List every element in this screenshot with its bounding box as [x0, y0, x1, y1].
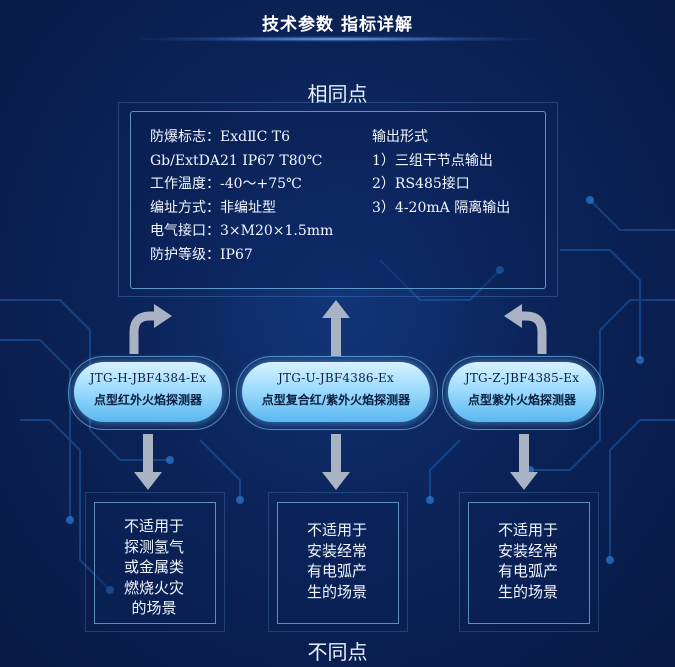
straight-up-arrow-icon [322, 300, 350, 356]
difference-line: 或金属类 [123, 558, 184, 576]
spec-line: 2）RS485接口 [372, 176, 470, 192]
spec-line: 防爆标志：ExdⅡC T6 [150, 129, 290, 145]
spec-line: 1）三组干节点输出 [372, 152, 493, 169]
specs-left-list: 防爆标志：ExdⅡC T6 Gb/ExtDA21 IP67 T80℃ 工作温度：… [150, 126, 333, 267]
product-pill-ultraviolet: JTG-Z-JBF4385-Ex 点型紫外火焰探测器 [448, 362, 596, 422]
difference-line: 的场景 [131, 599, 177, 617]
spec-line: 电气接口：3×M20×1.5mm [150, 223, 334, 239]
spec-line: 3）4-20mA 隔离输出 [372, 199, 511, 216]
curved-up-arrow-right-icon [504, 304, 547, 354]
down-arrow-icon [134, 434, 162, 490]
difference-box-outer [459, 492, 599, 632]
difference-text-infrared: 不适用于 探测氢气 或金属类 燃烧火灾 的场景 [94, 516, 214, 619]
product-pill-ring [442, 356, 604, 430]
difference-box-outer [85, 492, 225, 632]
down-arrow-icon [510, 434, 538, 490]
difference-line: 安装经常 [497, 541, 558, 560]
difference-box [468, 502, 590, 624]
difference-text-ultraviolet: 不适用于 安装经常 有电弧产 生的场景 [468, 520, 588, 602]
spec-line: Gb/ExtDA21 IP67 T80℃ [150, 152, 323, 169]
same-specs-box [130, 111, 546, 289]
difference-box-outer [268, 492, 408, 632]
spec-line: 编址方式：非编址型 [150, 199, 276, 216]
difference-box [94, 502, 216, 624]
difference-line: 不适用于 [497, 521, 558, 539]
spec-line: 防护等级：IP67 [150, 246, 253, 263]
product-model: JTG-H-JBF4384-Ex [89, 371, 207, 385]
same-heading: 相同点 [307, 82, 368, 106]
curved-up-arrow-left-icon [129, 304, 172, 354]
difference-line: 探测氢气 [123, 537, 184, 556]
difference-line: 生的场景 [497, 582, 558, 601]
difference-line: 安装经常 [306, 541, 367, 560]
down-arrow-icon [322, 434, 350, 490]
product-pill-composite: JTG-U-JBF4386-Ex 点型复合红/紫外火焰探测器 [242, 362, 430, 422]
difference-line: 燃烧火灾 [123, 578, 184, 597]
product-name: 点型紫外火焰探测器 [467, 393, 576, 407]
product-pill-ring [236, 356, 438, 430]
difference-line: 有电弧产 [306, 562, 367, 580]
difference-box [277, 502, 399, 624]
product-model: JTG-U-JBF4386-Ex [278, 371, 394, 385]
product-name: 点型红外火焰探测器 [93, 393, 202, 407]
title-underline-glow [140, 36, 535, 42]
product-pill-infrared: JTG-H-JBF4384-Ex 点型红外火焰探测器 [74, 362, 222, 422]
difference-line: 不适用于 [123, 517, 184, 535]
difference-line: 生的场景 [306, 582, 367, 601]
difference-line: 不适用于 [306, 521, 367, 539]
diff-heading: 不同点 [307, 640, 368, 664]
product-model: JTG-Z-JBF4385-Ex [464, 371, 580, 385]
product-name: 点型复合红/紫外火焰探测器 [261, 393, 411, 407]
difference-line: 有电弧产 [497, 562, 558, 580]
same-box-outer-frame [118, 102, 558, 297]
product-pill-ring [68, 356, 230, 430]
spec-line: 工作温度：-40～+75℃ [150, 176, 302, 192]
specs-right-list: 输出形式 1）三组干节点输出 2）RS485接口 3）4-20mA 隔离输出 [372, 126, 510, 220]
spec-line: 输出形式 [372, 129, 428, 145]
page-title: 技术参数 指标详解 [262, 15, 413, 35]
difference-text-composite: 不适用于 安装经常 有电弧产 生的场景 [277, 520, 397, 602]
